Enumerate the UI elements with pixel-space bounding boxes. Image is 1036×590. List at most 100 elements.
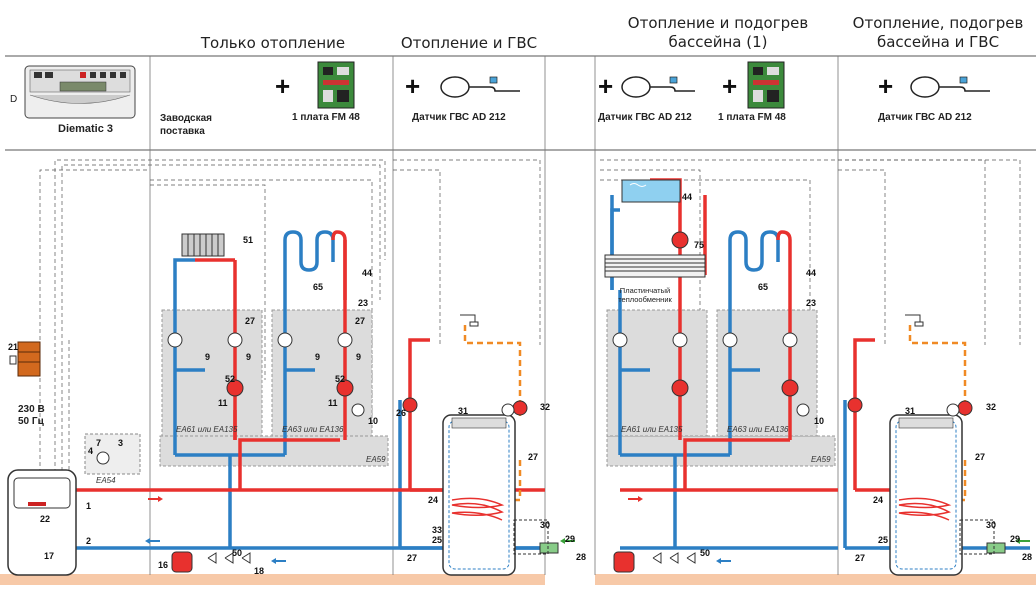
component-number: 7: [96, 438, 102, 448]
component-number: 17: [44, 551, 55, 561]
frequency-label: 50 Гц: [18, 416, 44, 427]
component-number: 24: [428, 495, 439, 505]
plus-sign: +: [598, 71, 614, 101]
dhw-sensor-label-1: Датчик ГВС AD 212: [412, 112, 506, 123]
component-number: 44: [682, 192, 693, 202]
floor-strip-left: [0, 574, 545, 585]
dhw-sensor-icon-3: [910, 76, 990, 98]
component-number: 4: [88, 446, 94, 456]
dhw-sensor-label-3: Датчик ГВС AD 212: [878, 112, 972, 123]
floor-strip-right: [595, 574, 1036, 585]
pump-icons: [226, 231, 973, 416]
component-number: 27: [528, 452, 539, 462]
component-number: 27: [245, 316, 256, 326]
component-number: 24: [873, 495, 884, 505]
ea54-label: EA54: [96, 476, 116, 485]
component-number: 32: [986, 402, 997, 412]
voltage-label: 230 В: [18, 404, 45, 415]
component-number: 16: [158, 560, 169, 570]
plus-sign: +: [722, 71, 738, 101]
component-number: 11: [328, 398, 338, 408]
panel-letter: D: [10, 94, 18, 105]
ea63-label-left: EA63 или EA136: [282, 425, 344, 434]
fm48-label-2: 1 плата FM 48: [718, 112, 786, 123]
ea54-box: [84, 433, 141, 475]
diematic-panel-icon: [24, 65, 136, 119]
plate-hx-label: Пластинчатый теплообменник: [618, 286, 672, 304]
expansion-vessel-icons: [171, 551, 635, 573]
component-number: 23: [358, 298, 369, 308]
mixing-valve-icons: [351, 403, 960, 417]
component-number: 25: [432, 535, 443, 545]
component-number: 27: [855, 553, 866, 563]
boiler-icon: [7, 469, 77, 576]
fm48-label-1: 1 плата FM 48: [292, 112, 360, 123]
component-number: 50: [700, 548, 711, 558]
component-number: 27: [355, 316, 366, 326]
ea63-label-right: EA63 или EA136: [727, 425, 789, 434]
factory-label: Заводская поставка: [160, 113, 212, 137]
component-number: 9: [315, 352, 321, 362]
swimming-pool: [621, 179, 681, 203]
plus-sign: +: [878, 71, 894, 101]
ea61-module-right: [606, 309, 708, 437]
ea63-module-right: [716, 309, 818, 437]
component-number: 10: [814, 416, 825, 426]
component-number: 29: [1010, 534, 1021, 544]
component-number: 9: [246, 352, 252, 362]
tap-icon-1: [460, 314, 479, 327]
header-heating-pool: Отопление и подогрев бассейна (1): [627, 14, 809, 51]
ea59-label-right: EA59: [811, 455, 831, 464]
component-number: 30: [986, 520, 997, 530]
plus-sign: +: [275, 71, 291, 101]
dhw-sensor-icon-2: [621, 76, 695, 98]
component-number: 75: [694, 240, 705, 250]
component-number: 9: [205, 352, 211, 362]
panel-name: Diematic 3: [58, 123, 114, 135]
control-wiring: [39, 159, 1021, 485]
component-number: 27: [975, 452, 986, 462]
component-number: 44: [806, 268, 817, 278]
header-heating-dhw: Отопление и ГВС: [400, 34, 538, 52]
component-number: 65: [758, 282, 769, 292]
component-number: 3: [118, 438, 124, 448]
dhw-sensor-label-2: Датчик ГВС AD 212: [598, 112, 692, 123]
fm48-board-icon-2: [747, 61, 785, 109]
component-number: 30: [540, 520, 551, 530]
component-number: 11: [218, 398, 228, 408]
ea61-label-right: EA61 или EA135: [621, 425, 683, 434]
dhw-cylinder-2: [889, 414, 963, 576]
component-number: 28: [1022, 552, 1033, 562]
component-number: 25: [878, 535, 889, 545]
header-heating-only: Только отопление: [200, 34, 346, 52]
component-number: 22: [40, 514, 51, 524]
radiator-icon: [181, 233, 225, 257]
ea59-label-left: EA59: [366, 455, 386, 464]
header-heating-pool-dhw: Отопление, подогрев бассейна и ГВС: [852, 14, 1024, 51]
component-number: 28: [576, 552, 587, 562]
component-number: 65: [313, 282, 324, 292]
component-number: 21: [8, 342, 19, 352]
plate-heat-exchanger: [604, 254, 706, 278]
component-number: 29: [565, 534, 576, 544]
thermometer-icons: [96, 332, 798, 465]
fm48-board-icon-1: [317, 61, 355, 109]
component-number: 26: [396, 408, 407, 418]
component-number: 9: [356, 352, 362, 362]
tap-icon-2: [905, 314, 924, 327]
component-number: 44: [362, 268, 373, 278]
valve-icons: [207, 519, 1006, 564]
dhw-cylinder-1: [442, 414, 516, 576]
component-number: 27: [407, 553, 418, 563]
component-number: 51: [243, 235, 254, 245]
component-number: 10: [368, 416, 379, 426]
return-arrows: [145, 538, 731, 564]
component-number: 52: [335, 374, 346, 384]
component-number: 23: [806, 298, 817, 308]
outdoor-sensor-icon: [9, 341, 41, 377]
ea61-module-left: [161, 309, 263, 437]
component-number: 32: [540, 402, 551, 412]
component-number: 1: [86, 501, 92, 511]
